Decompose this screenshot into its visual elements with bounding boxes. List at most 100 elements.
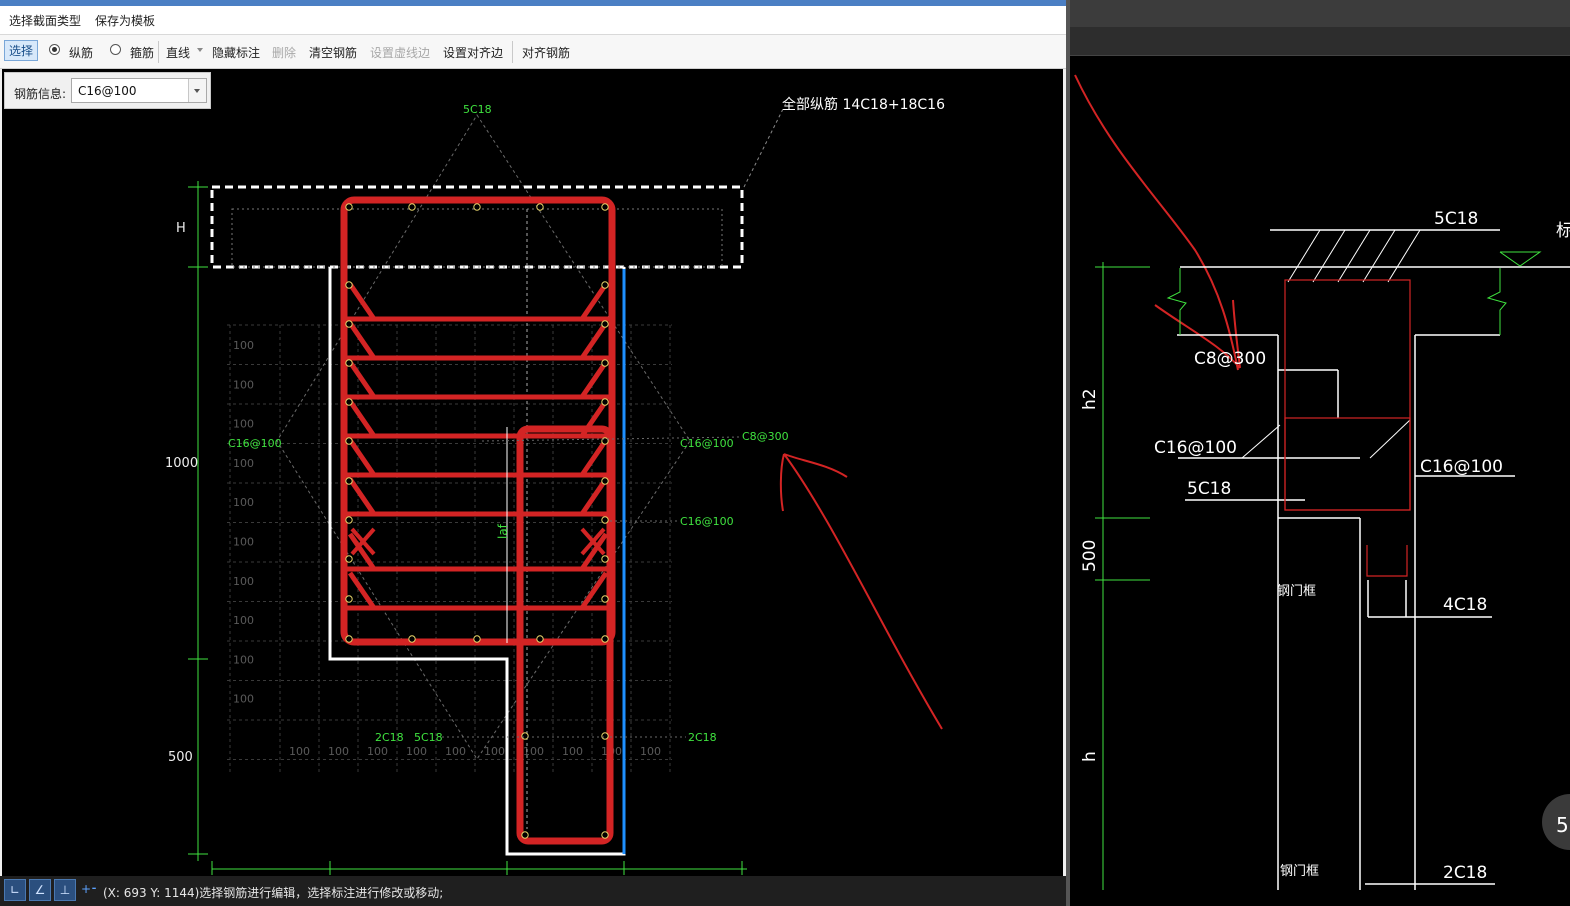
- longitudinal-label[interactable]: 纵筋: [69, 46, 94, 60]
- grid-label: 100: [233, 536, 254, 549]
- set-dashed-edge-button[interactable]: 设置虚线边: [370, 46, 431, 60]
- stirrup-radio[interactable]: [110, 44, 121, 55]
- hide-annotation-button[interactable]: 隐藏标注: [212, 46, 261, 60]
- cross-ties[interactable]: [350, 527, 606, 556]
- grid-label: 100: [328, 745, 349, 758]
- ref-left-c16: C16@100: [1154, 438, 1237, 458]
- rebar-point: [601, 281, 609, 289]
- menu-bar: 选择截面类型 保存为模板: [0, 6, 1066, 35]
- rebar-points[interactable]: [345, 203, 609, 839]
- menu-select-section-type[interactable]: 选择截面类型: [9, 14, 82, 28]
- reference-toolbar: [1070, 27, 1570, 56]
- chevron-down-icon[interactable]: [188, 79, 206, 102]
- ref-mid-5c18: 5C18: [1187, 479, 1231, 499]
- rebar-point: [473, 203, 481, 211]
- web-stirrup[interactable]: [516, 425, 614, 845]
- bottom-mid-label[interactable]: 5C18: [414, 731, 443, 744]
- floating-badge[interactable]: [1542, 794, 1570, 850]
- grid-label: 100: [233, 693, 254, 706]
- right-stirrup-label-1[interactable]: C16@100: [680, 437, 734, 450]
- rebar-point: [601, 595, 609, 603]
- left-stirrup-label[interactable]: C16@100: [228, 437, 282, 450]
- menu-save-as-template[interactable]: 保存为模板: [95, 14, 156, 28]
- tie-hook: [579, 321, 609, 360]
- annotation-arrow: [779, 453, 943, 730]
- status-text: (X: 693 Y: 1144)选择钢筋进行编辑，选择标注进行修改或移动;: [103, 886, 444, 900]
- toolbar-separator: [512, 41, 513, 63]
- pane-divider[interactable]: [1066, 0, 1070, 906]
- tie-hook: [347, 477, 377, 516]
- laf-label: laf: [496, 523, 510, 539]
- top-rebar-label[interactable]: 5C18: [463, 103, 492, 116]
- longitudinal-radio[interactable]: [49, 44, 60, 55]
- set-align-edge-button[interactable]: 设置对齐边: [443, 46, 504, 60]
- stirrup-label[interactable]: 箍筋: [130, 46, 155, 60]
- rebar-point: [345, 595, 353, 603]
- reference-rebar: [1284, 279, 1411, 577]
- grid-label: 100: [562, 745, 583, 758]
- rebar-point: [345, 398, 353, 406]
- grid-label: 100: [233, 418, 254, 431]
- dim-h[interactable]: H: [176, 221, 186, 236]
- reference-drawing-pane[interactable]: 5C18 C8@300 C16@100 C16@100 5C18 4C18 2C…: [1070, 0, 1570, 906]
- grid: [227, 324, 672, 774]
- rebar-point: [345, 477, 353, 485]
- dimension-icon[interactable]: +⁃: [81, 882, 98, 896]
- right-stirrup-label-2[interactable]: C16@100: [680, 515, 734, 528]
- grid-label: 100: [233, 457, 254, 470]
- tie-hook: [347, 282, 377, 321]
- tie-bars[interactable]: [347, 282, 609, 611]
- grid-label: 100: [233, 575, 254, 588]
- bottom-left-label[interactable]: 2C18: [375, 731, 404, 744]
- align-rebar-button[interactable]: 对齐钢筋: [522, 46, 571, 60]
- tie-hook: [347, 399, 377, 438]
- hatch-guide: [276, 114, 691, 760]
- section-editor-window: 选择截面类型 保存为模板 选择 纵筋 箍筋 直线 隐藏标注 删除 清空钢筋 设置…: [0, 0, 1066, 906]
- section-drawing[interactable]: 100 100 100 100 100 100 100 100 100 100 100 100 100 1…: [2, 69, 1063, 876]
- break-marks: [1166, 251, 1542, 335]
- select-tool-button[interactable]: 选择: [4, 40, 38, 61]
- grid-label: 100: [367, 745, 388, 758]
- leader-line: [743, 100, 788, 188]
- rebar-point: [536, 203, 544, 211]
- rebar-info-combo[interactable]: C16@100: [71, 78, 207, 103]
- bottom-right-label[interactable]: 2C18: [688, 731, 717, 744]
- ref-dim-h: h: [1080, 751, 1100, 762]
- ortho-snap-icon[interactable]: ∟: [4, 879, 26, 901]
- clear-rebar-button[interactable]: 清空钢筋: [309, 46, 358, 60]
- rebar-point: [601, 635, 609, 643]
- reference-drawing[interactable]: 5C18 C8@300 C16@100 C16@100 5C18 4C18 2C…: [1070, 0, 1570, 906]
- delete-button[interactable]: 删除: [272, 46, 297, 60]
- grid-label: 100: [523, 745, 544, 758]
- chevron-down-icon[interactable]: [197, 48, 203, 52]
- rebar-point: [601, 732, 609, 740]
- annotation-mark: [1074, 74, 1241, 371]
- angle-snap-icon[interactable]: ∠: [29, 879, 51, 901]
- grid-label: 100: [484, 745, 505, 758]
- floating-badge-number[interactable]: 5: [1556, 813, 1569, 837]
- dim-500[interactable]: 500: [168, 750, 193, 765]
- dim-1000[interactable]: 1000: [165, 456, 198, 471]
- rebar-point: [601, 398, 609, 406]
- c8-label[interactable]: C8@300: [742, 430, 789, 443]
- rebar-point: [345, 281, 353, 289]
- ref-dim-500: 500: [1080, 540, 1100, 572]
- rebar-info-value[interactable]: C16@100: [78, 84, 137, 98]
- flange-dashed-outline[interactable]: [210, 185, 744, 269]
- grid-label: 100: [233, 339, 254, 352]
- tie-hook: [347, 360, 377, 399]
- line-dropdown[interactable]: 直线: [166, 46, 191, 60]
- rebar-point: [601, 516, 609, 524]
- rebar-point: [601, 203, 609, 211]
- tie-hook: [579, 282, 609, 321]
- drawing-canvas[interactable]: 100 100 100 100 100 100 100 100 100 100 100 100 100 1…: [2, 69, 1063, 876]
- perpendicular-icon[interactable]: ⊥: [54, 879, 76, 901]
- grid-label: 100: [233, 614, 254, 627]
- ref-dim-h2: h2: [1080, 388, 1100, 410]
- rebar-point: [473, 635, 481, 643]
- label-leaders: [442, 436, 741, 738]
- grid-label: 100: [233, 653, 254, 666]
- rebar-point: [536, 635, 544, 643]
- rebar-point: [345, 437, 353, 445]
- total-rebar-label[interactable]: 全部纵筋 14C18+18C16: [782, 96, 945, 113]
